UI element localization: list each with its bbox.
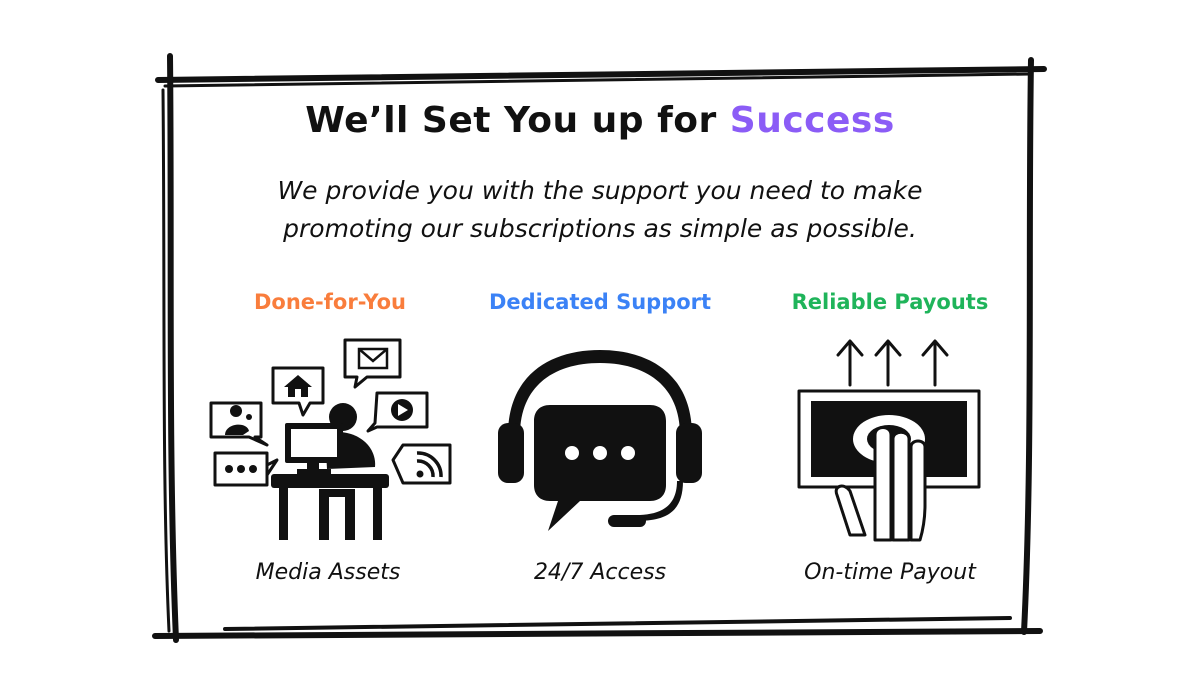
subtitle-line-2: promoting our subscriptions as simple as… [283, 214, 917, 243]
subtitle: We provide you with the support you need… [250, 172, 950, 248]
feature-caption-media-assets: Media Assets [255, 560, 401, 585]
money-payout-icon [797, 339, 981, 542]
feature-title-done-for-you: Done-for-You [254, 290, 406, 314]
headset-icon [498, 350, 702, 531]
feature-title-reliable-payouts: Reliable Payouts [791, 290, 989, 314]
feature-title-dedicated-support: Dedicated Support [488, 290, 712, 314]
headline: We’ll Set You up for Success [0, 100, 1200, 141]
feature-caption-on-time-payout: On-time Payout [804, 560, 976, 585]
headline-accent: Success [729, 100, 895, 141]
subtitle-line-1: We provide you with the support you need… [277, 176, 923, 205]
media-assets-icon [209, 338, 452, 540]
headline-prefix: We’ll Set You up for [305, 100, 730, 141]
feature-caption-24-7-access: 24/7 Access [533, 560, 667, 585]
